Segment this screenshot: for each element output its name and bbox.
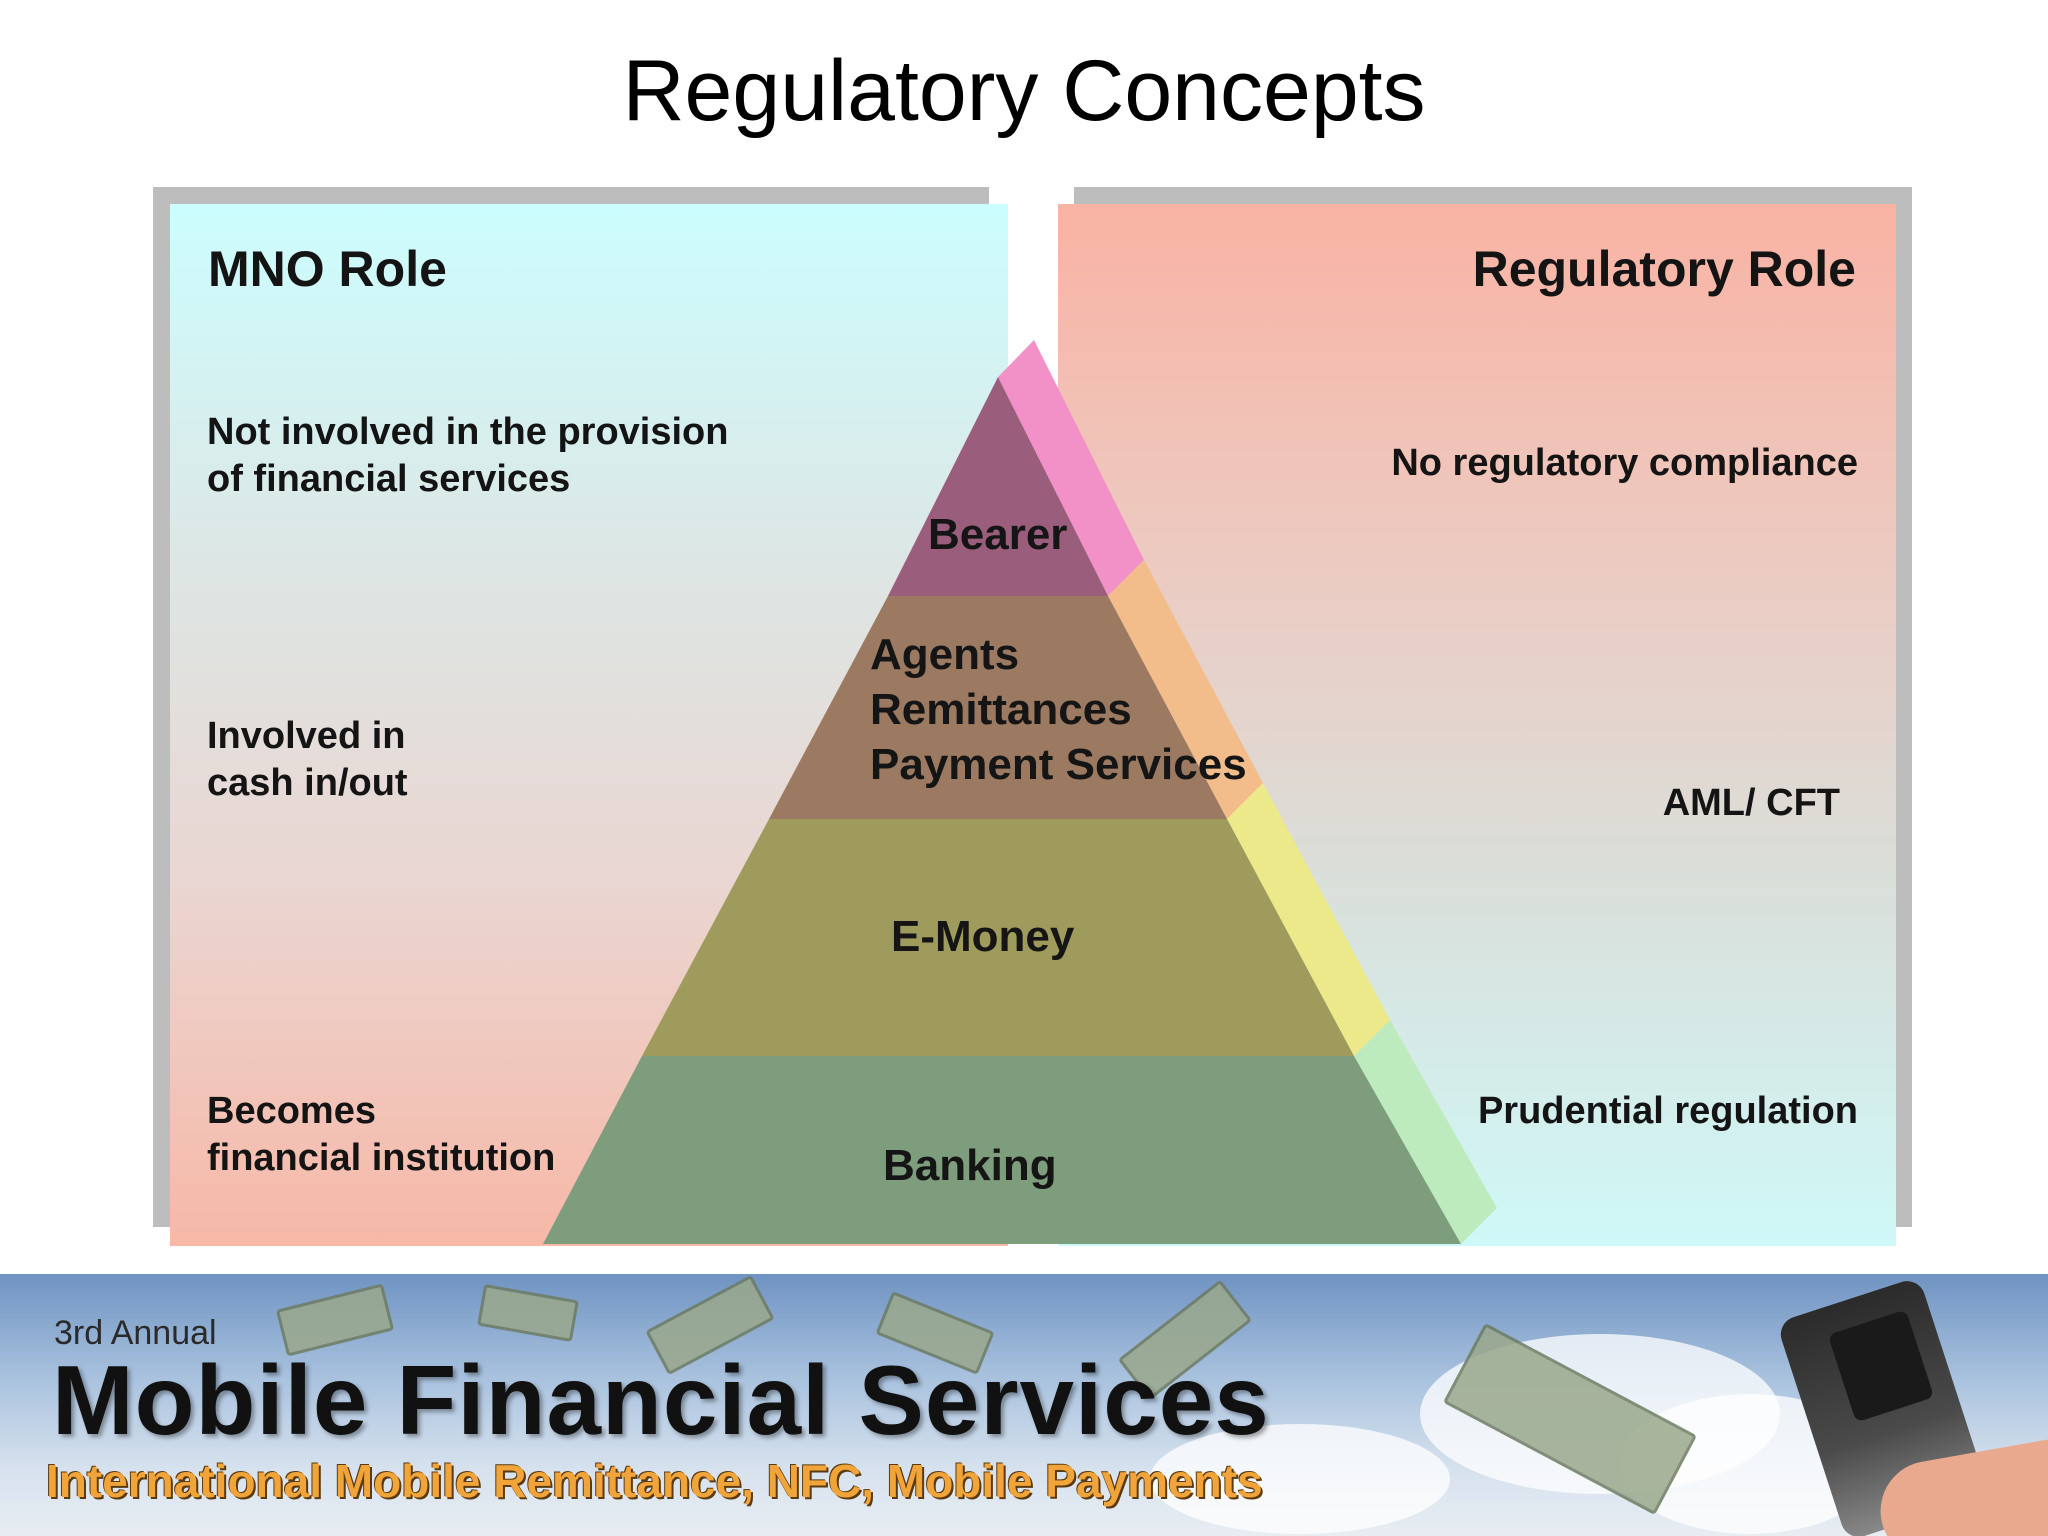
tier-label-banking: Banking [883, 1141, 1057, 1190]
banner-cloud [1150, 1424, 1450, 1534]
pyramid-tier-bearer [888, 377, 1108, 596]
pyramid-tier-agents-side [1108, 560, 1263, 819]
regulatory-role-item-1: No regulatory compliance [1391, 442, 1858, 484]
tier-label-agents: Agents Remittances Payment Services [870, 630, 1247, 789]
regulatory-role-item-3: Prudential regulation [1477, 1090, 1858, 1132]
regulatory-role-item-2: AML/ CFT [1662, 782, 1840, 824]
tier-label-bearer: Bearer [928, 510, 1068, 559]
slide-title: Regulatory Concepts [622, 43, 1426, 139]
tier-label-emoney: E-Money [891, 912, 1075, 961]
regulatory-role-heading: Regulatory Role [1472, 241, 1856, 297]
pyramid-tier-bearer-side [998, 340, 1144, 596]
conference-banner: 3rd Annual Mobile Financial Services Int… [0, 1274, 2048, 1536]
mno-role-heading: MNO Role [208, 241, 447, 297]
pyramid-tier-emoney [642, 819, 1354, 1056]
banner-title: Mobile Financial Services [52, 1345, 1270, 1455]
pyramid-tier-banking [543, 1056, 1461, 1244]
banner-edition: 3rd Annual [54, 1314, 217, 1352]
pyramid-tier-banking-side [1354, 1020, 1497, 1244]
banner-subtitle: International Mobile Remittance, NFC, Mo… [46, 1455, 1263, 1507]
money-bill-icon [477, 1283, 579, 1343]
pyramid-tier-emoney-side [1227, 783, 1390, 1056]
pyramid-tier-agents [769, 596, 1227, 819]
